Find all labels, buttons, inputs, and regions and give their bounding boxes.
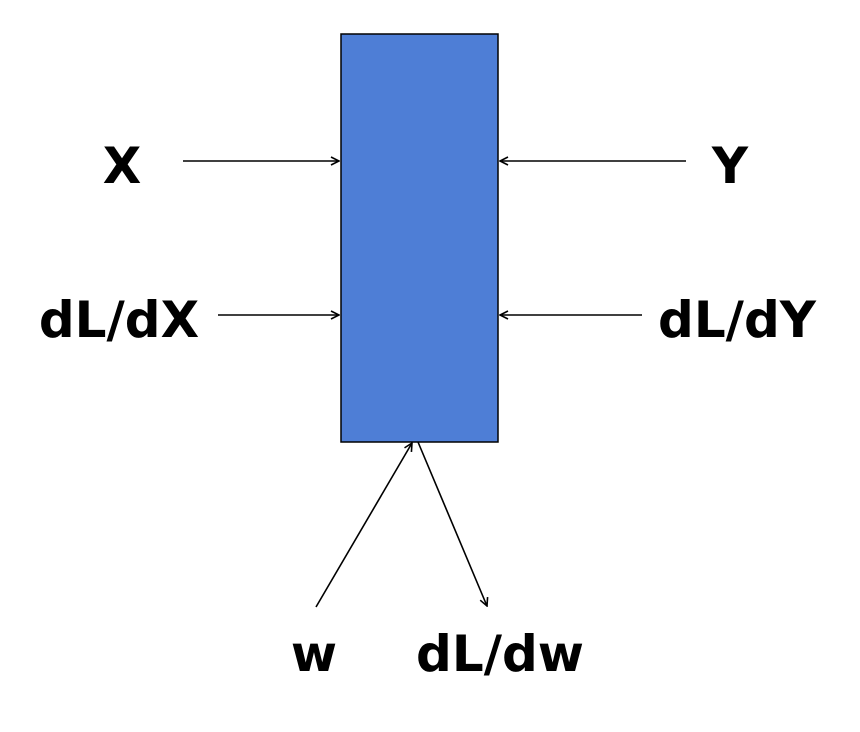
label-y: Y	[711, 137, 749, 195]
label-dl-dy: dL/dY	[658, 291, 817, 349]
layer-block	[340, 33, 499, 443]
label-dl-dw: dL/dw	[416, 625, 584, 683]
arrow-dl-dw-out	[417, 441, 487, 606]
label-x: X	[103, 137, 142, 195]
label-dl-dx: dL/dX	[39, 291, 199, 349]
label-w: w	[291, 625, 337, 683]
arrow-w-in	[315, 443, 412, 608]
